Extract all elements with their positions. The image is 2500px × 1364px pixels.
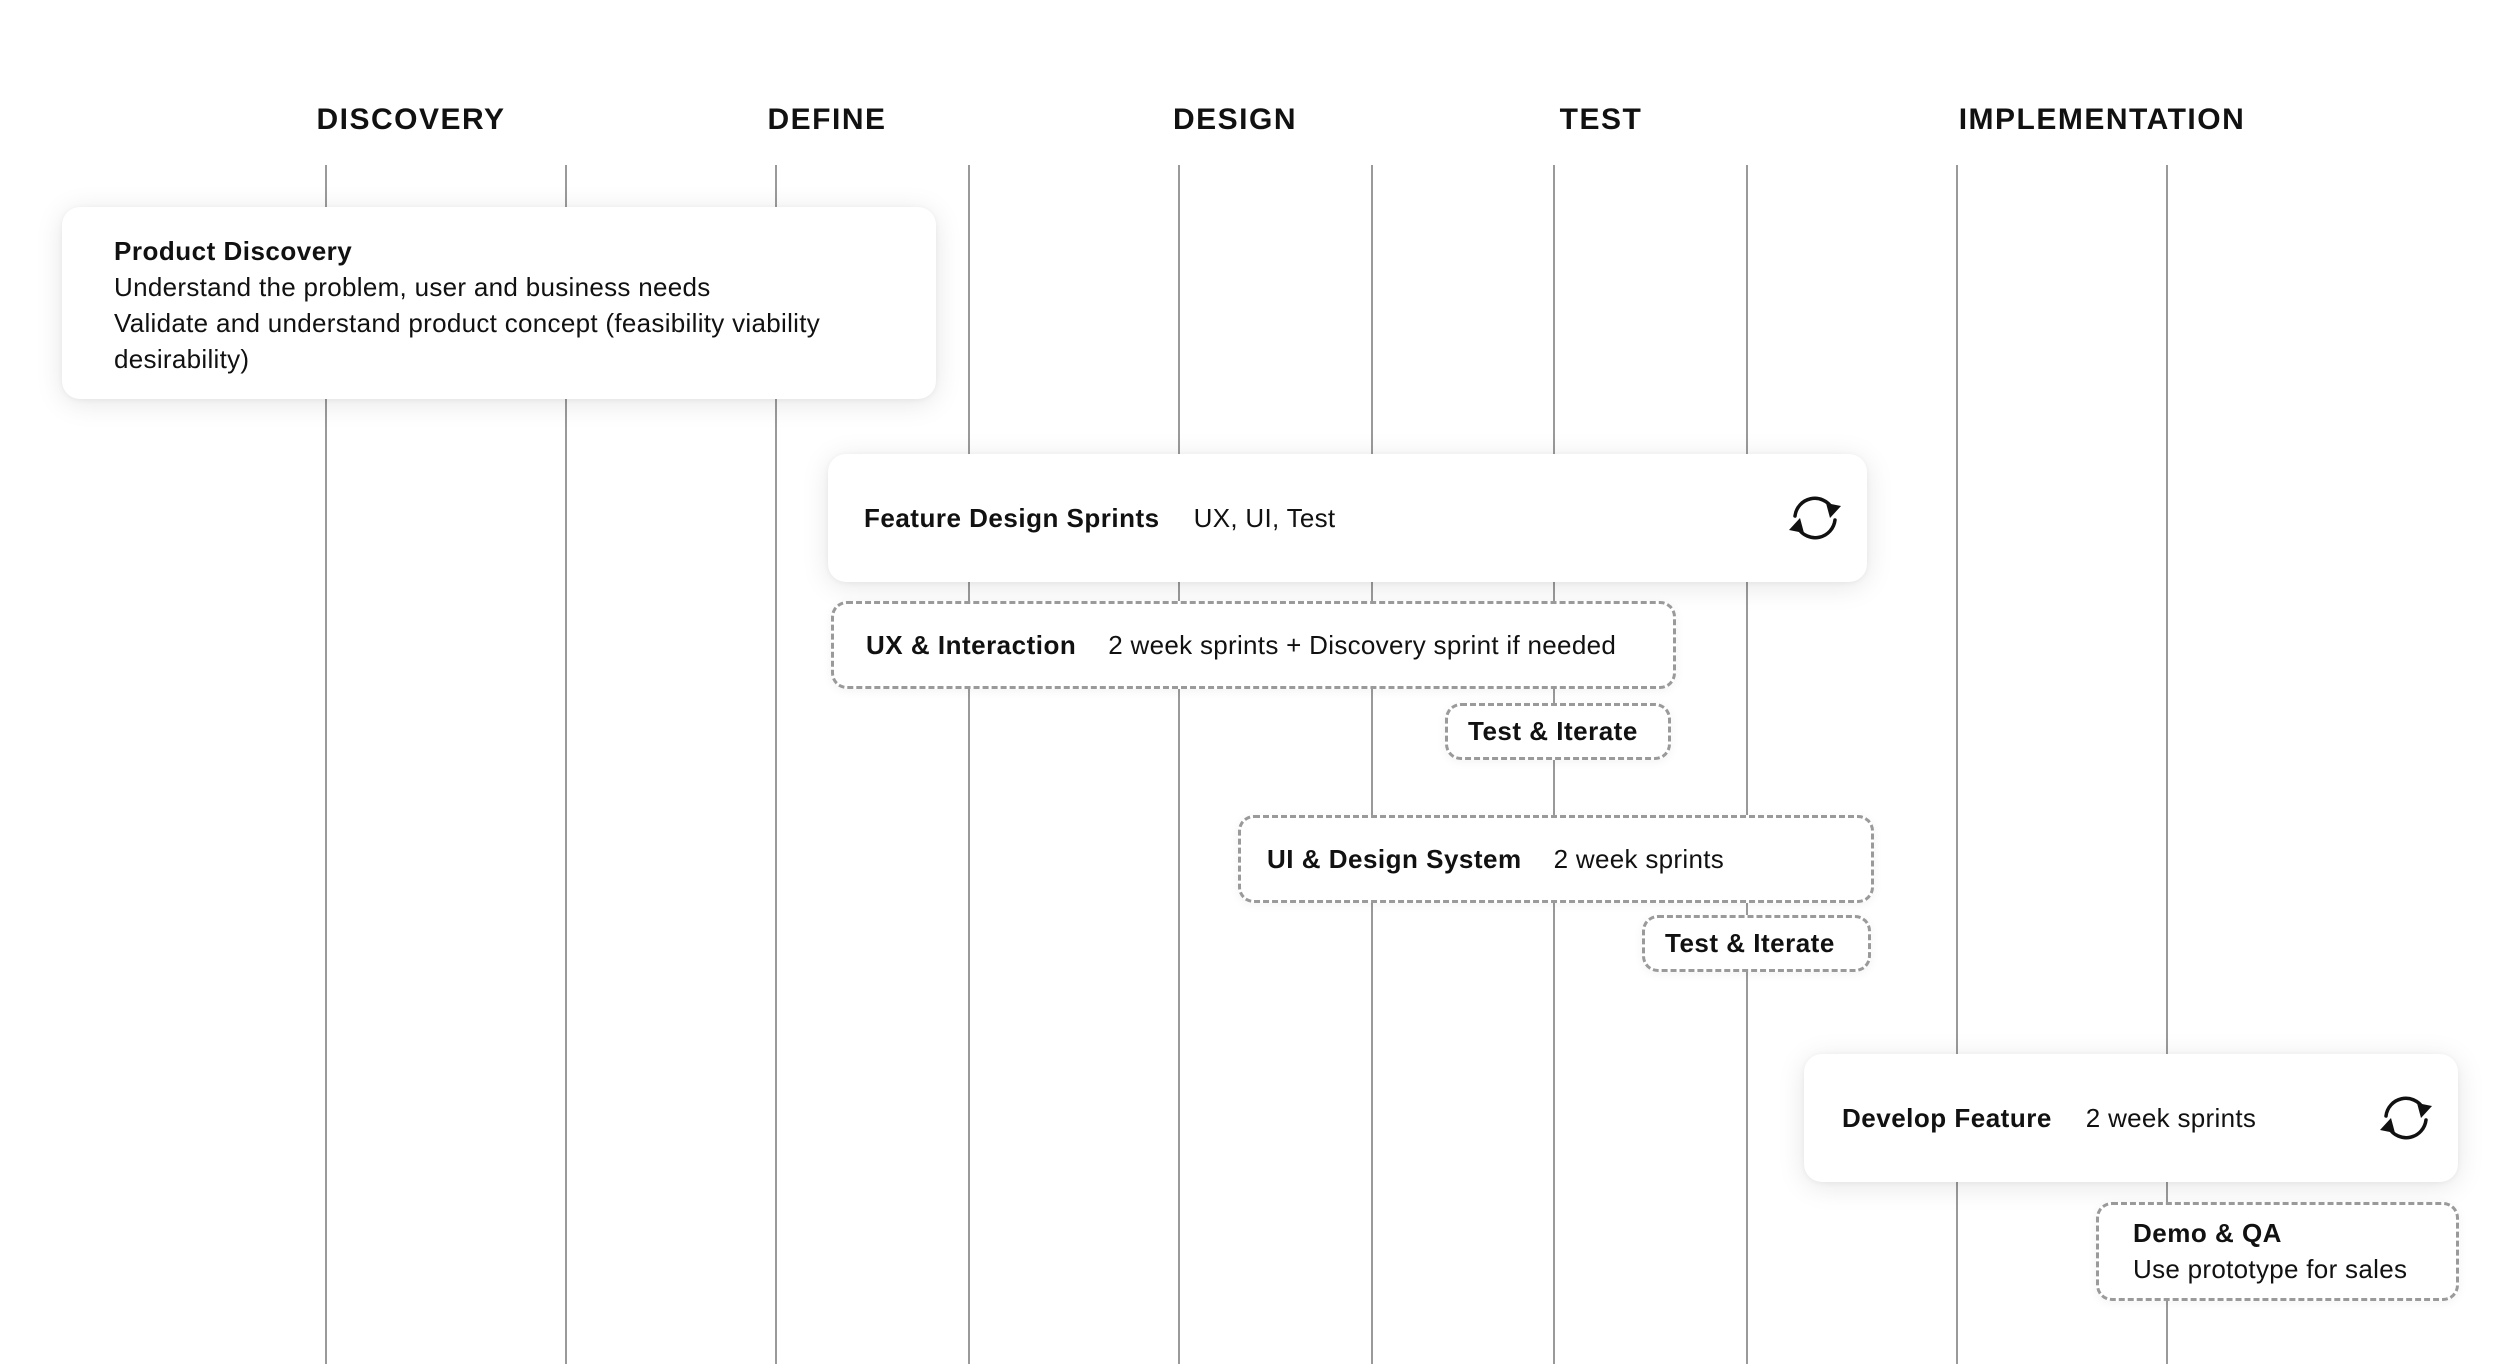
product-discovery-line-3: desirability) [114, 344, 250, 374]
product-discovery-line-1: Understand the problem, user and busines… [114, 272, 711, 302]
lane-line [1746, 165, 1748, 1364]
phase-discovery: DISCOVERY [316, 103, 506, 136]
product-discovery-line-2: Validate and understand product concept … [114, 308, 821, 338]
lane-line [1553, 165, 1555, 1364]
lane-line [565, 165, 567, 1364]
develop-feature-card[interactable]: Develop Feature 2 week sprints [1804, 1054, 2458, 1182]
ui-design-system-box[interactable]: UI & Design System 2 week sprints [1238, 815, 1874, 903]
ux-interaction-box[interactable]: UX & Interaction 2 week sprints + Discov… [831, 601, 1676, 689]
cycle-icon [1789, 496, 1841, 540]
lane-line [1371, 165, 1373, 1364]
lane-line [775, 165, 777, 1364]
ux-interaction-desc: 2 week sprints + Discovery sprint if nee… [1108, 629, 1617, 660]
phase-implementation: IMPLEMENTATION [1958, 103, 2246, 136]
test-iterate-title: Test & Iterate [1468, 716, 1638, 746]
phase-design: DESIGN [1172, 103, 1298, 136]
ui-design-system-desc: 2 week sprints [1553, 843, 1725, 874]
test-iterate-title: Test & Iterate [1665, 928, 1835, 958]
ui-design-system-title: UI & Design System [1267, 843, 1522, 874]
lane-line [1956, 165, 1958, 1364]
ux-interaction-title: UX & Interaction [866, 629, 1077, 660]
develop-feature-title: Develop Feature [1842, 1102, 2052, 1133]
test-iterate-box[interactable]: Test & Iterate [1642, 915, 1871, 972]
cycle-icon [2380, 1096, 2432, 1140]
feature-design-sprints-desc: UX, UI, Test [1193, 502, 1336, 533]
demo-qa-desc: Use prototype for sales [2133, 1254, 2408, 1284]
lane-line [2166, 165, 2168, 1364]
test-iterate-box[interactable]: Test & Iterate [1445, 703, 1671, 760]
feature-design-sprints-card[interactable]: Feature Design Sprints UX, UI, Test [828, 454, 1867, 582]
lane-line [968, 165, 970, 1364]
develop-feature-desc: 2 week sprints [2085, 1102, 2257, 1133]
lane-line [1178, 165, 1180, 1364]
lane-line [325, 165, 327, 1364]
demo-qa-box[interactable]: Demo & QA Use prototype for sales [2096, 1202, 2459, 1301]
phase-test: TEST [1559, 103, 1643, 136]
demo-qa-title: Demo & QA [2133, 1218, 2282, 1248]
product-discovery-card[interactable]: Product Discovery Understand the problem… [62, 207, 936, 399]
phase-define: DEFINE [767, 103, 887, 136]
product-discovery-title: Product Discovery [114, 236, 353, 266]
feature-design-sprints-title: Feature Design Sprints [864, 502, 1160, 533]
